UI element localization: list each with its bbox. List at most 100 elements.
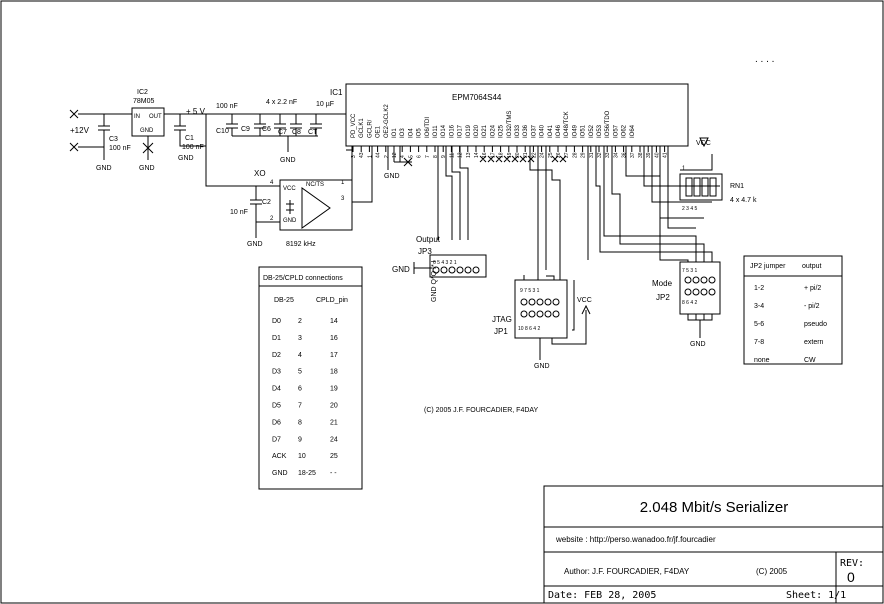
cpld-pin-number: 39 — [646, 152, 652, 158]
svg-text:DB-25: DB-25 — [274, 297, 294, 304]
svg-text:4 x 4.7 k: 4 x 4.7 k — [730, 197, 757, 204]
cpld-pin-number: 41 — [663, 152, 669, 158]
cpld-pin-number: 21 — [523, 152, 529, 158]
cpld-pin-number: 20 — [515, 152, 521, 158]
cpld-pin-number: 14 — [474, 152, 480, 158]
svg-text:GND: GND — [283, 218, 297, 224]
cpld-pin-number: 8 — [433, 155, 439, 158]
jp3-output-header: Output JP3 GND 6 5 4 3 2 1 GND Q*Q I* I — [392, 235, 487, 302]
db25-row-cpld: 20 — [330, 403, 338, 410]
power-section: +12V C3 100 nF GND IC2 78M05 IN OUT GND … — [69, 89, 346, 187]
db25-row-signal: D4 — [272, 386, 281, 393]
db25-table: DB-25/CPLD connections DB-25 CPLD_pin D0… — [258, 266, 363, 490]
cpld-pin-number: 13 — [466, 152, 472, 158]
cpld-pin-name: IO17 — [458, 124, 464, 138]
signal-wires — [437, 137, 720, 331]
cpld-pin-number: 43 — [359, 152, 365, 158]
cpld-pin-number: 22 — [531, 152, 537, 158]
svg-text:GND: GND — [178, 155, 194, 162]
db25-row-cpld: 24 — [330, 436, 338, 443]
svg-text:VCC: VCC — [283, 186, 296, 192]
db25-row-signal: ACK — [272, 453, 287, 460]
title-block: 2.048 Mbit/s Serializer website : http:/… — [543, 485, 884, 604]
db25-row-pin: 2 — [298, 318, 302, 325]
cpld-part: EPM7064S44 — [452, 93, 502, 102]
svg-text:GND: GND — [534, 363, 550, 370]
cpld-pin-number: 7 — [425, 155, 431, 158]
cpld-pin-name: IO4 — [408, 128, 414, 138]
cpld-pin-name: IO33 — [515, 124, 521, 138]
cpld-pin-name: IO62 — [622, 124, 628, 138]
cpld-pin-name: IO53 — [597, 124, 603, 138]
svg-text:C6: C6 — [262, 126, 271, 133]
svg-text:10 nF: 10 nF — [230, 209, 248, 216]
cpld-pin-number: 4 — [400, 155, 406, 158]
db25-row-cpld: 18 — [330, 369, 338, 376]
svg-text:1: 1 — [682, 166, 686, 172]
cpld-pin-number: 25 — [548, 152, 554, 158]
jumper-row-output: - pi/2 — [804, 303, 820, 310]
db25-row-signal: D7 — [272, 436, 281, 443]
svg-text:4 x 2.2 nF: 4 x 2.2 nF — [266, 99, 297, 106]
svg-text:C2: C2 — [262, 199, 271, 206]
svg-text:1: 1 — [341, 180, 345, 186]
cpld-pin-number: 44 — [376, 152, 382, 158]
db25-row-signal: D0 — [272, 318, 281, 325]
cpld-pin-name: IO56/TDO — [605, 110, 611, 138]
svg-text:VCC: VCC — [577, 297, 592, 304]
svg-text:GND: GND — [96, 165, 112, 172]
svg-text:JTAG: JTAG — [492, 315, 512, 324]
cpld-pin-number: 31 — [589, 152, 595, 158]
jumper-row-output: pseudo — [804, 321, 827, 328]
cpld-pin-number: 34 — [613, 152, 619, 158]
svg-text:10 µF: 10 µF — [316, 101, 334, 108]
svg-text:+ 5 V: + 5 V — [186, 107, 206, 116]
cpld-pin-number: 26 — [556, 152, 562, 158]
svg-text:GND: GND — [690, 341, 706, 348]
svg-text:4: 4 — [270, 180, 274, 186]
svg-text:8 6 4 2: 8 6 4 2 — [682, 300, 698, 306]
sheet-text: Sheet: 1/1 — [786, 590, 846, 601]
cpld-pin-number: 9 — [441, 155, 447, 158]
corner-dots: . . . . — [755, 54, 774, 65]
cpld-ref: IC1 — [330, 88, 343, 97]
cpld-pin-number: 29 — [581, 152, 587, 158]
jumper-row-jumper: 5-6 — [754, 321, 764, 328]
cpld-pin-number: 32 — [597, 152, 603, 158]
jumper-row-output: CW — [804, 357, 816, 364]
db25-row-signal: D1 — [272, 335, 281, 342]
svg-text:Output: Output — [416, 235, 441, 244]
svg-text:C10: C10 — [216, 128, 229, 135]
svg-text:GND: GND — [392, 265, 410, 274]
svg-text:CPLD_pin: CPLD_pin — [316, 297, 348, 304]
rev-label: REV: — [840, 558, 864, 569]
svg-text:OUT: OUT — [149, 114, 162, 120]
cpld-pin-name: IO46 — [556, 124, 562, 138]
cpld-pin-name: IO20 — [474, 124, 480, 138]
svg-text:JP1: JP1 — [494, 327, 508, 336]
cpld-pin-number: 40 — [654, 152, 660, 158]
svg-text:GND Q*Q I* I: GND Q*Q I* I — [431, 260, 438, 302]
db25-row-pin: 10 — [298, 453, 306, 460]
cpld-pin-name: OE1 — [376, 125, 382, 138]
cpld-pin-name: IO36 — [523, 124, 529, 138]
cpld-pin-name: IO64 — [630, 124, 636, 138]
db25-row-pin: 6 — [298, 386, 302, 393]
svg-text:output: output — [802, 263, 822, 270]
cpld-pin-number: 12 — [458, 152, 464, 158]
svg-text:9 7 5 3 1: 9 7 5 3 1 — [520, 288, 540, 294]
db25-row-cpld: 25 — [330, 453, 338, 460]
cpld-pin-name: IO25 — [499, 124, 505, 138]
svg-text:JP2 jumper: JP2 jumper — [750, 263, 786, 270]
db25-row-signal: D2 — [272, 352, 281, 359]
svg-text:10 8 6 4 2: 10 8 6 4 2 — [518, 326, 540, 332]
svg-text:GND: GND — [247, 241, 263, 248]
svg-text:C8: C8 — [292, 129, 301, 136]
cpld-pin-number: 38 — [638, 152, 644, 158]
db25-row-pin: 7 — [298, 403, 302, 410]
cpld-pin-number: 5 — [408, 155, 414, 158]
db25-row-cpld: 14 — [330, 318, 338, 325]
